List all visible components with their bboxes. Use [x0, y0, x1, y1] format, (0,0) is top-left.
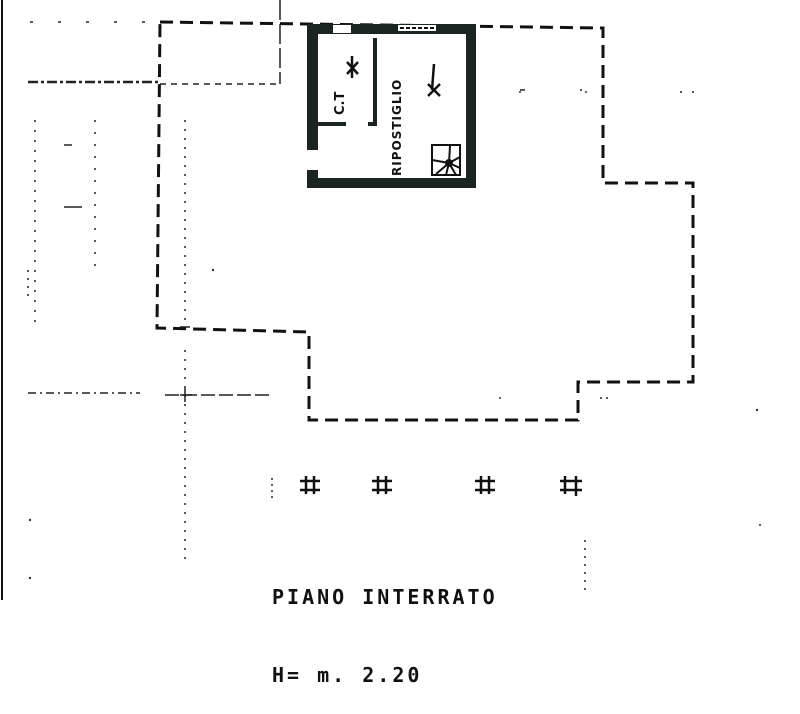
- light-point-icon: [346, 56, 359, 78]
- drawing-title-block: PIANO INTERRATO H= m. 2.20: [272, 532, 498, 714]
- room-label-ripostiglio: RIPOSTIGLIO: [390, 79, 404, 176]
- column-marker-icon: [475, 476, 495, 494]
- column-marker-icon: [372, 476, 392, 494]
- room-label-ct: C.T: [333, 92, 348, 115]
- floor-name: PIANO INTERRATO: [272, 585, 498, 609]
- column-marker-icon: [560, 476, 582, 496]
- building-outline-dashed: [155, 20, 695, 422]
- scan-specks: [28, 91, 761, 580]
- ceiling-height-label: H= m. 2.20: [272, 663, 423, 687]
- floor-plan-drawing: C.T RIPOSTIGLIO: [1, 0, 761, 600]
- column-marker-icon: [300, 476, 320, 494]
- construction-lines: [27, 0, 700, 590]
- spiral-staircase-icon: [431, 144, 461, 176]
- light-point-icon: [427, 63, 441, 97]
